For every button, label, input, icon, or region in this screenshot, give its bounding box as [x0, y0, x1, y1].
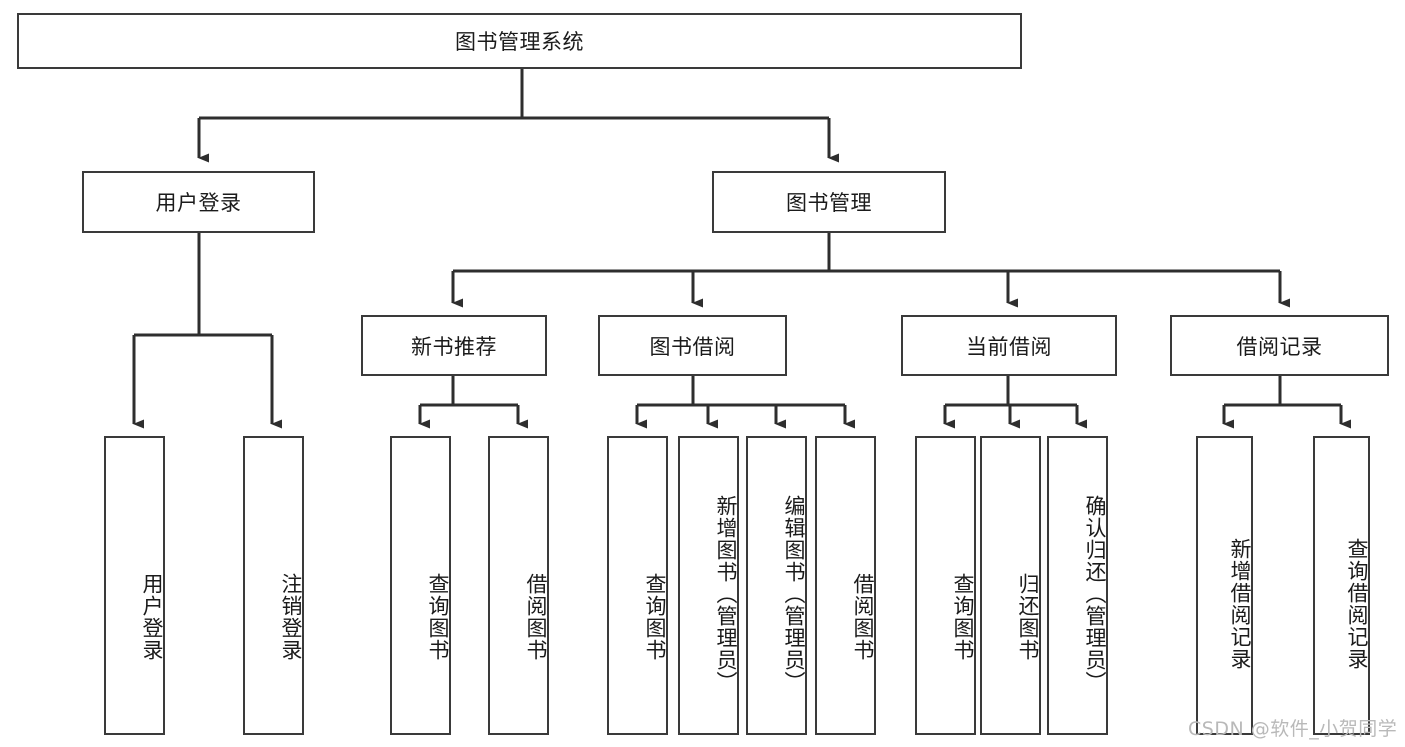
- node-new-book-rec[interactable]: 新书推荐: [361, 315, 547, 376]
- node-leaf-borrow-book-1-label: 借阅图书: [524, 572, 548, 661]
- node-book-manage[interactable]: 图书管理: [712, 171, 946, 233]
- node-user-login-label: 用户登录: [155, 191, 242, 215]
- node-root[interactable]: 图书管理系统: [17, 13, 1022, 69]
- node-new-book-rec-label: 新书推荐: [411, 334, 497, 359]
- node-leaf-add-book-label: 新增图书（管理员）: [714, 494, 738, 693]
- node-borrow-record-label: 借阅记录: [1236, 334, 1323, 359]
- node-leaf-query-book-1-label: 查询图书: [426, 572, 450, 661]
- node-leaf-query-book-2-label: 查询图书: [643, 572, 667, 661]
- node-leaf-user-login-label: 用户登录: [140, 572, 164, 661]
- node-book-borrow-label: 图书借阅: [649, 334, 736, 359]
- node-book-borrow[interactable]: 图书借阅: [598, 315, 787, 376]
- node-leaf-query-book-3[interactable]: 查询图书: [915, 436, 976, 735]
- node-leaf-user-logout-label: 注销登录: [279, 572, 303, 661]
- node-current-borrow-label: 当前借阅: [966, 334, 1052, 359]
- node-leaf-return-book[interactable]: 归还图书: [980, 436, 1041, 735]
- node-leaf-borrow-book-1[interactable]: 借阅图书: [488, 436, 549, 735]
- node-borrow-record[interactable]: 借阅记录: [1170, 315, 1389, 376]
- node-book-manage-label: 图书管理: [786, 191, 872, 215]
- node-user-login[interactable]: 用户登录: [82, 171, 315, 233]
- node-leaf-add-record[interactable]: 新增借阅记录: [1196, 436, 1253, 735]
- node-root-label: 图书管理系统: [455, 30, 584, 54]
- node-leaf-query-record-label: 查询借阅记录: [1345, 537, 1369, 670]
- node-leaf-edit-book[interactable]: 编辑图书（管理员）: [746, 436, 807, 735]
- node-leaf-borrow-book-2-label: 借阅图书: [851, 572, 875, 661]
- node-leaf-confirm-return[interactable]: 确认归还（管理员）: [1047, 436, 1108, 735]
- node-leaf-edit-book-label: 编辑图书（管理员）: [782, 494, 806, 693]
- node-leaf-user-logout[interactable]: 注销登录: [243, 436, 304, 735]
- node-leaf-query-record[interactable]: 查询借阅记录: [1313, 436, 1370, 735]
- node-leaf-confirm-return-label: 确认归还（管理员）: [1083, 494, 1107, 693]
- node-leaf-add-record-label: 新增借阅记录: [1228, 537, 1252, 670]
- node-leaf-borrow-book-2[interactable]: 借阅图书: [815, 436, 876, 735]
- node-leaf-return-book-label: 归还图书: [1016, 572, 1040, 661]
- node-current-borrow[interactable]: 当前借阅: [901, 315, 1117, 376]
- node-leaf-query-book-3-label: 查询图书: [951, 572, 975, 661]
- node-leaf-query-book-2[interactable]: 查询图书: [607, 436, 668, 735]
- node-leaf-add-book[interactable]: 新增图书（管理员）: [678, 436, 739, 735]
- node-leaf-query-book-1[interactable]: 查询图书: [390, 436, 451, 735]
- csdn-watermark: CSDN @软件_小贺同学: [1188, 718, 1398, 740]
- node-leaf-user-login[interactable]: 用户登录: [104, 436, 165, 735]
